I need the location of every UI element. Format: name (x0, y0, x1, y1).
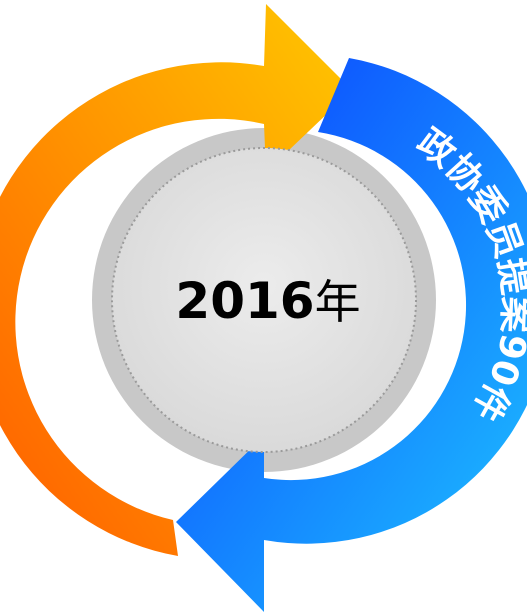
left-arrow-shape (0, 4, 352, 556)
center-year-suffix: 年 (315, 275, 361, 329)
right-arrow-shape (176, 58, 527, 612)
center-year: 2016 (175, 272, 314, 330)
center-core (111, 147, 417, 453)
center-year-label: 2016年 (175, 272, 360, 330)
